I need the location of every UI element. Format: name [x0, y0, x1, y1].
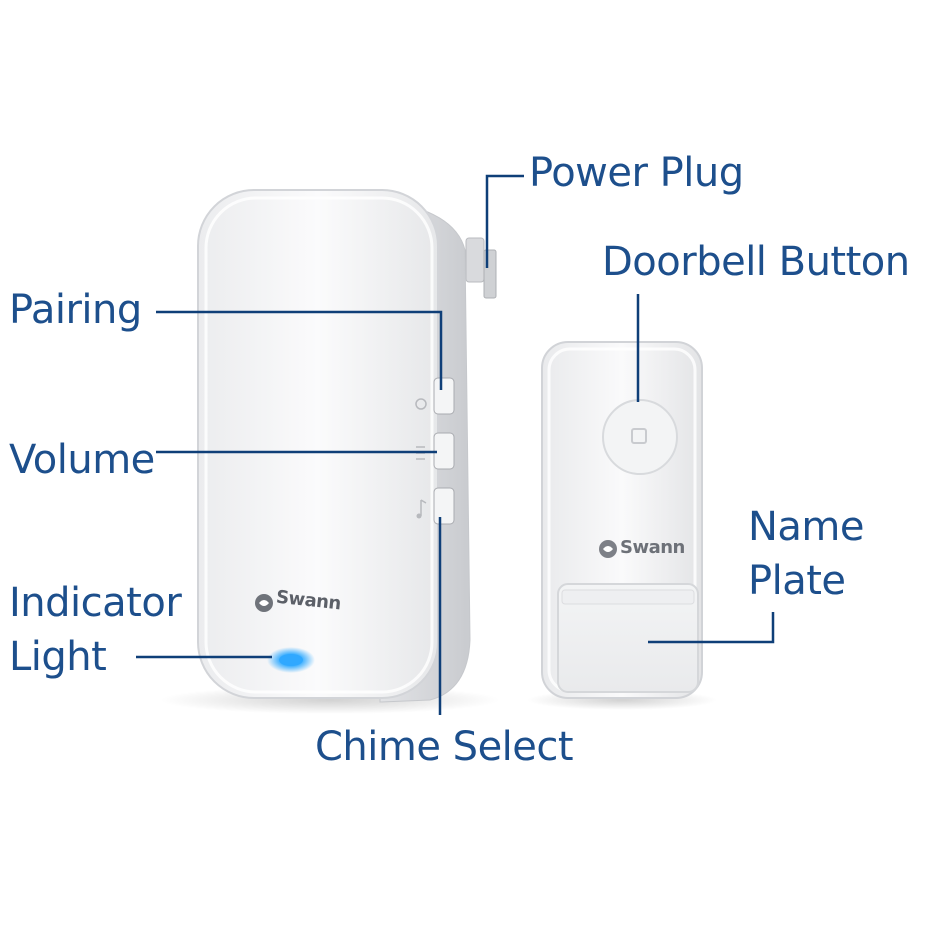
pairing-symbol-icon [415, 398, 427, 410]
chime-select-key [433, 487, 455, 525]
leader-lines [136, 174, 775, 715]
music-note-icon [420, 499, 427, 516]
button-brand-wordmark: Swann [620, 537, 685, 558]
name-plate-label-line1: Name [748, 504, 865, 550]
chime-select-label: Chime Select [315, 724, 574, 770]
name-plate-leader [648, 612, 775, 644]
name-plate [557, 583, 699, 693]
name-plate-label: Name Plate [748, 500, 865, 608]
indicator-light-label: Indicator Light [9, 576, 182, 684]
doorbell-button-label: Doorbell Button [602, 239, 910, 285]
pairing-label: Pairing [9, 287, 142, 333]
swann-logo-icon [599, 540, 617, 558]
power-plug-label: Power Plug [529, 150, 744, 196]
doorbell-press-button [602, 399, 678, 475]
swann-logo-icon [255, 594, 273, 612]
power-plug-leader [485, 174, 524, 268]
pairing-leader [156, 310, 443, 390]
name-plate-label-line2: Plate [748, 558, 846, 604]
indicator-light-label-line1: Indicator [9, 580, 182, 626]
indicator-light-label-line2: Light [9, 634, 107, 680]
chime-unit [197, 189, 439, 699]
power-plug-prongs [465, 237, 497, 299]
volume-label: Volume [9, 437, 155, 483]
pairing-key [433, 377, 455, 415]
indicator-led [279, 654, 303, 666]
chime-side-buttons [415, 377, 455, 525]
